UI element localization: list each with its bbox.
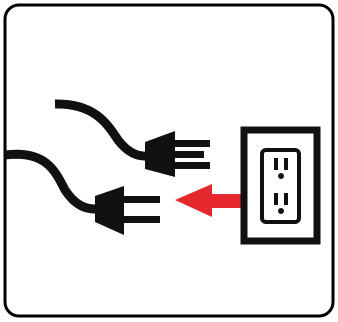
outlet-slot-bottom-left xyxy=(274,193,278,205)
outlet-slot-bottom-right xyxy=(284,193,288,205)
outlet-slot-top-left xyxy=(274,158,278,170)
plug-prong-ground xyxy=(174,151,204,158)
plug-prong-upper xyxy=(123,196,160,203)
wall-outlet-icon xyxy=(244,130,317,241)
plug-prong-top xyxy=(174,140,210,147)
outlet-ground-bottom xyxy=(278,208,284,214)
plug-prong-bottom xyxy=(174,162,210,169)
outlet-ground-top xyxy=(278,173,284,179)
outlet-slot-top-right xyxy=(284,158,288,170)
plug-prong-lower xyxy=(123,216,160,223)
